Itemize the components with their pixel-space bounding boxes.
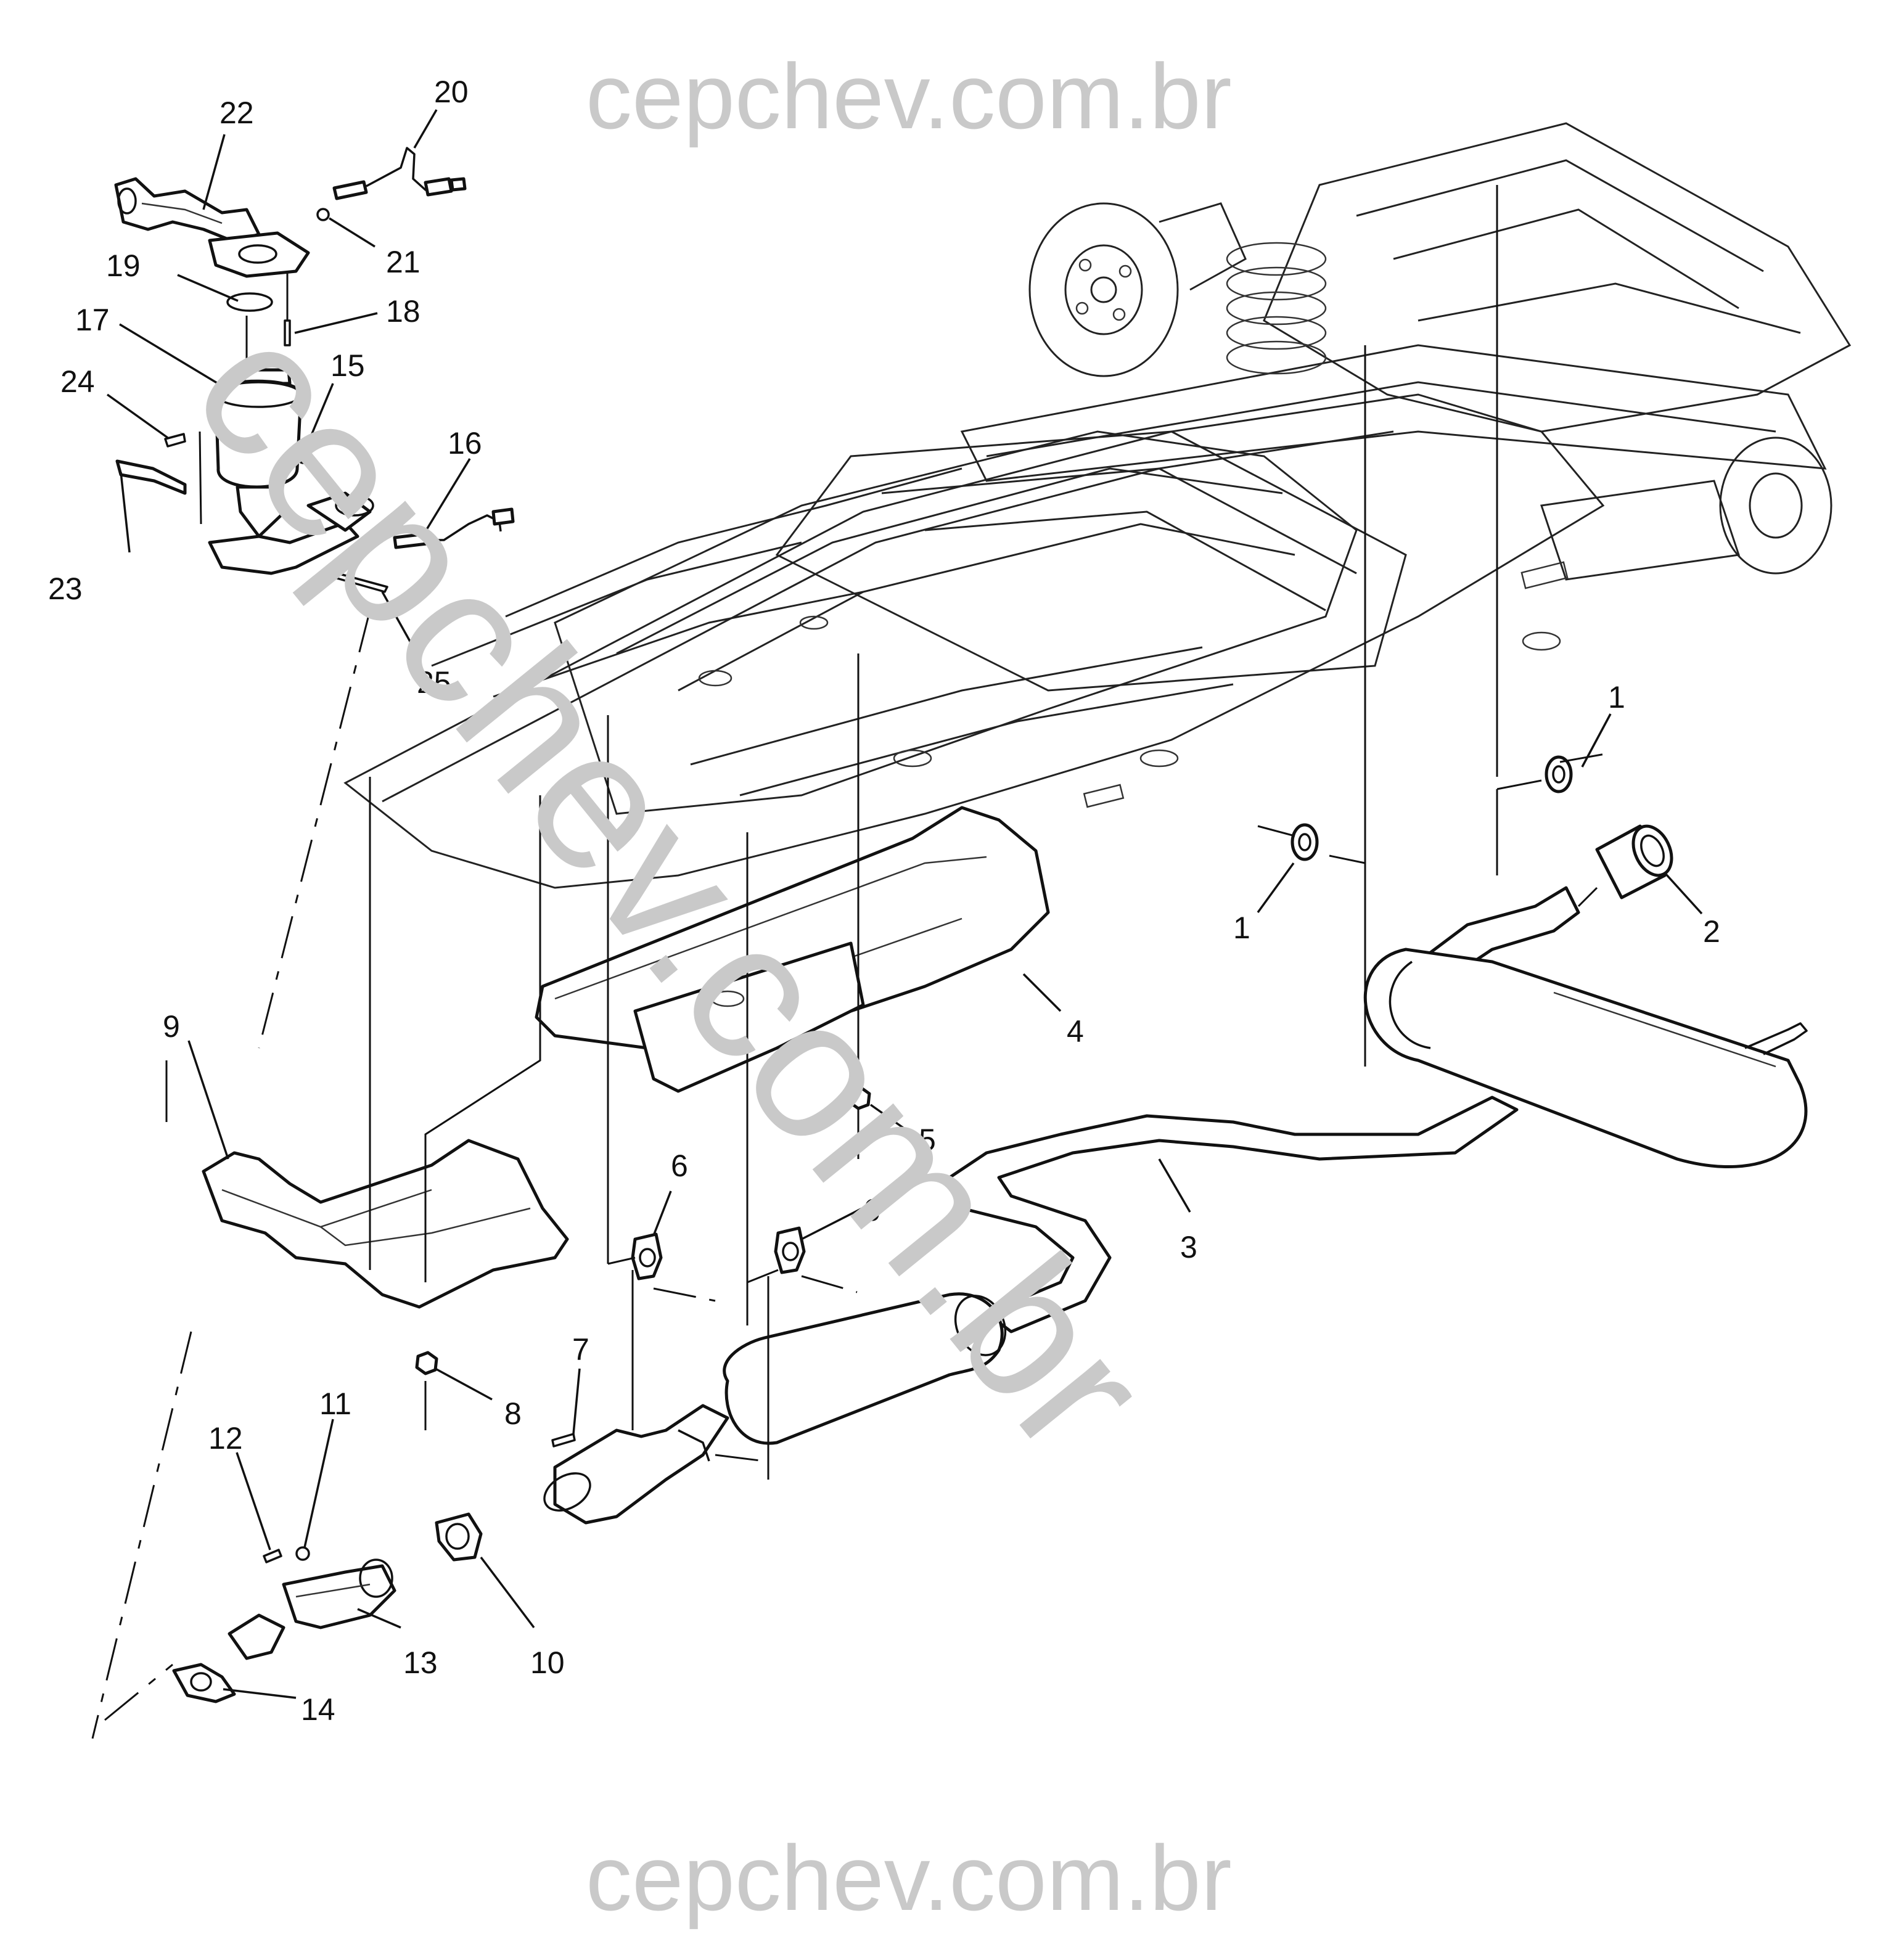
watermark-bottom: cepchev.com.br	[586, 1826, 1232, 1930]
underbody-heat-shield-lower	[633, 941, 865, 1093]
converter-gasket	[435, 1512, 483, 1562]
callout-3: 3	[1180, 1230, 1197, 1264]
rear-muffler	[1363, 886, 1808, 1168]
callout-2: 2	[1703, 914, 1720, 949]
callout-1-bottom: 1	[1233, 911, 1250, 945]
underbody-heat-shield	[535, 806, 1050, 1062]
callout-14: 14	[301, 1692, 335, 1727]
resonator	[723, 1292, 1007, 1445]
exhaust-components	[114, 147, 1808, 1703]
callout-23: 23	[48, 571, 83, 606]
oxygen-sensor-upstream	[332, 147, 467, 200]
front-heat-shield	[202, 1139, 569, 1309]
front-pipe-nut	[297, 451, 310, 464]
callout-11: 11	[319, 1387, 351, 1421]
flex-pipe	[228, 1559, 396, 1660]
front-pipe-bolt	[329, 571, 388, 593]
callout-21: 21	[386, 245, 421, 279]
callout-17: 17	[75, 303, 110, 337]
exhaust-hanger-insulator-left	[1291, 823, 1319, 861]
exhaust-hanger-clamp-left	[631, 1232, 663, 1280]
converter-bolt	[551, 1433, 576, 1448]
callout-24: 24	[60, 364, 95, 399]
watermark-top: cepchev.com.br	[586, 44, 1232, 148]
front-catalytic-converter	[214, 368, 303, 538]
callout-7: 7	[572, 1332, 589, 1367]
callout-18: 18	[386, 294, 421, 329]
flex-pipe-bolt	[263, 1549, 282, 1563]
callout-1-top: 1	[1608, 680, 1625, 715]
callout-6-left: 6	[671, 1149, 688, 1183]
coil-spring	[1226, 242, 1327, 375]
callout-25: 25	[417, 665, 451, 700]
manifold-gasket	[226, 292, 273, 312]
callout-5: 5	[919, 1123, 936, 1157]
intermediate-pipe	[948, 1096, 1519, 1333]
heat-shield-nut-front	[415, 1351, 438, 1375]
exhaust-hanger-clamp-right	[774, 1226, 806, 1274]
watermarks: cepchev.com.br cepchev.com.br cepchev.co…	[152, 44, 1232, 1930]
callout-4: 4	[1067, 1014, 1084, 1049]
callout-16: 16	[448, 426, 482, 461]
flex-pipe-gasket	[172, 1663, 236, 1703]
vehicle-underbody	[343, 122, 1852, 889]
rear-catalytic-converter	[543, 1404, 729, 1525]
callout-22: 22	[220, 96, 254, 130]
callout-labels: 1 1 2 3 4 5 6 6 7 8 9 10 11 12 13 14 15 …	[48, 75, 1720, 1727]
callout-13: 13	[403, 1645, 438, 1680]
exhaust-hanger-insulator-right	[1545, 755, 1573, 793]
callout-6-right: 6	[863, 1193, 880, 1227]
callout-10: 10	[530, 1645, 565, 1680]
bracket-bolt	[164, 433, 186, 448]
callout-19: 19	[106, 248, 141, 283]
front-pipe-elbow	[208, 521, 359, 575]
heat-shield-nut-rear	[848, 1086, 871, 1110]
oxygen-sensor-downstream	[393, 507, 515, 549]
callout-9: 9	[163, 1009, 180, 1044]
callout-20: 20	[434, 75, 469, 109]
tailpipe-tip	[1595, 824, 1673, 899]
callout-15: 15	[330, 348, 365, 383]
manifold-bolt	[316, 208, 330, 221]
callout-leaders	[106, 109, 1703, 1699]
callout-8: 8	[504, 1396, 522, 1431]
manifold-flange	[208, 231, 310, 278]
assembly-guide-lines	[91, 185, 1616, 1739]
flex-pipe-nut	[295, 1546, 310, 1561]
callout-12: 12	[208, 1421, 243, 1456]
exhaust-bracket	[115, 459, 187, 495]
